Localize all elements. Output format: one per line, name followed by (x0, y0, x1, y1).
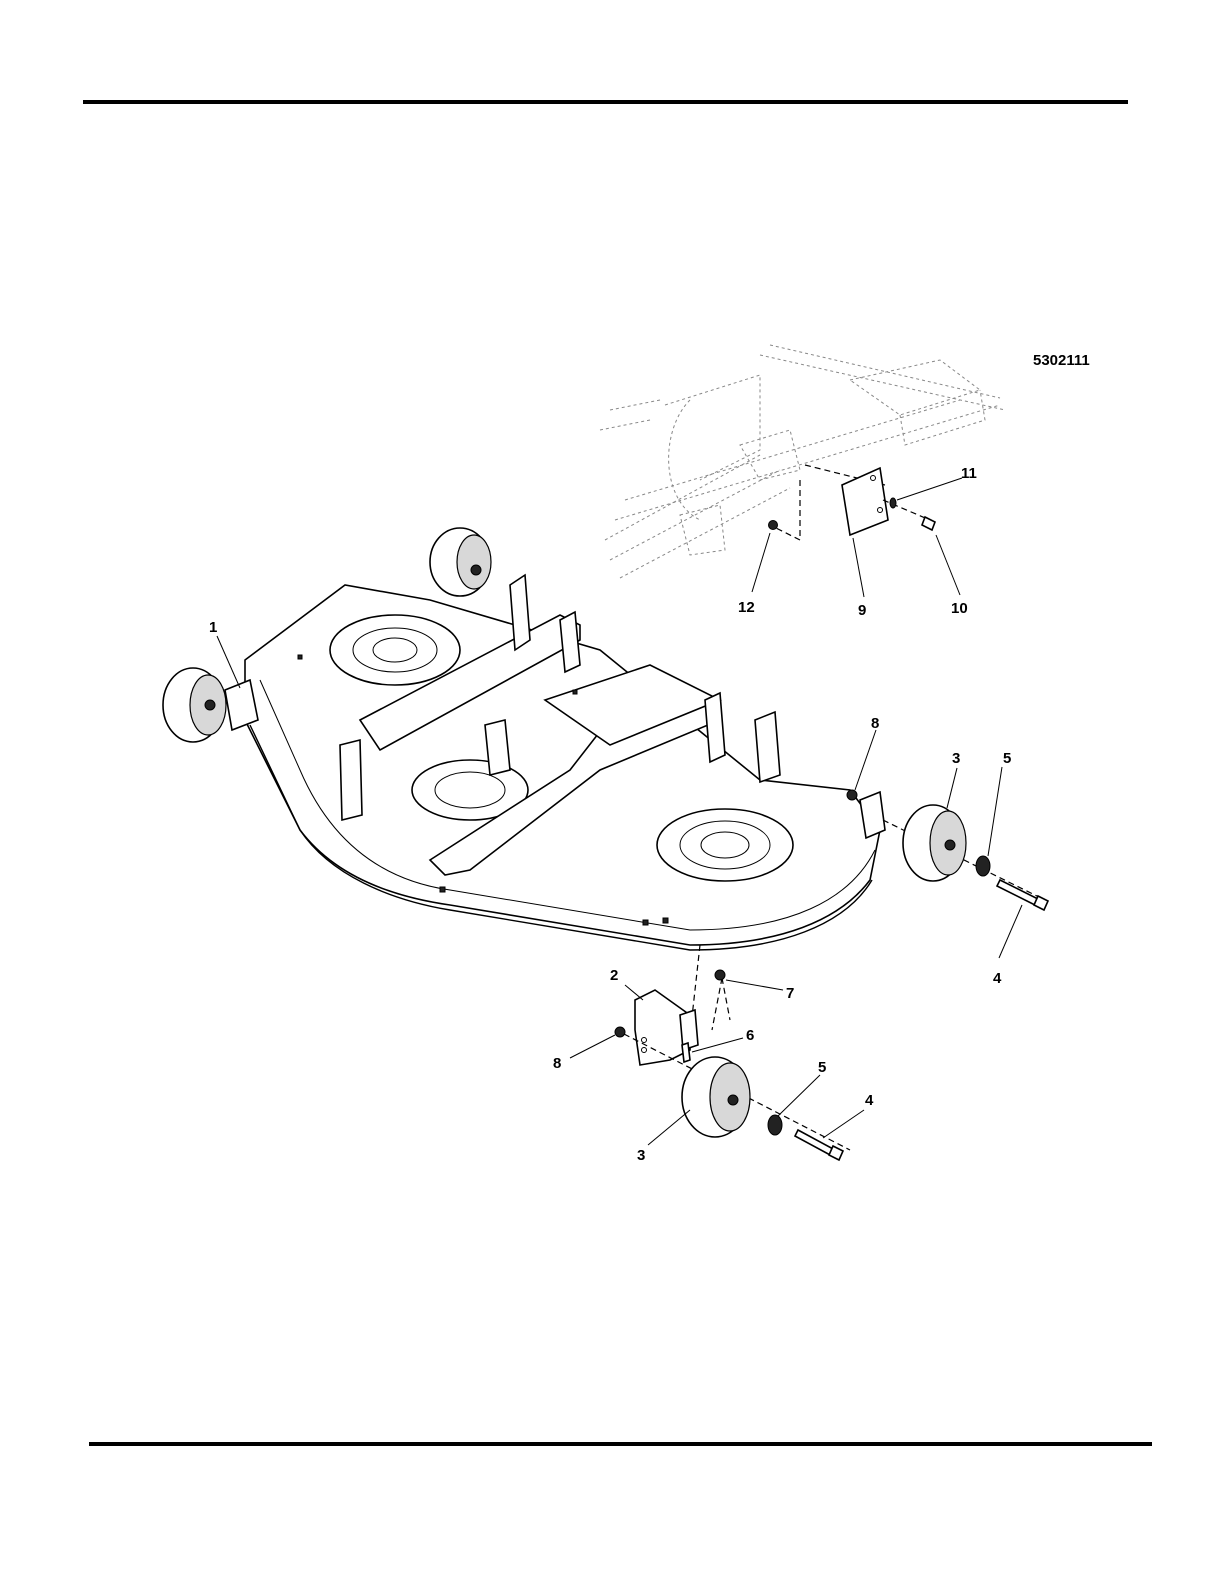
tractor-frame-ghost (600, 345, 1005, 578)
part-5-washer-lower (768, 1115, 782, 1135)
part-3-wheel-right (903, 805, 966, 881)
callout-7: 7 (786, 985, 794, 1002)
figure-number: 5302111 (1033, 352, 1090, 369)
mower-deck (225, 575, 885, 950)
part-8-nut-lower (615, 1027, 625, 1037)
part-3-wheel-lower (682, 1057, 750, 1137)
part-9-plate (842, 468, 888, 535)
nut-dash (770, 480, 800, 540)
callout-5-lower: 5 (818, 1059, 826, 1076)
callout-4-right: 4 (993, 970, 1002, 987)
callout-6: 6 (746, 1027, 754, 1044)
callout-8-right: 8 (871, 715, 879, 732)
callout-11: 11 (961, 465, 977, 482)
part-10-bolt (922, 517, 935, 530)
callout-10: 10 (951, 600, 968, 617)
part-5-washer-right (976, 856, 990, 876)
part-4-bolt-lower (795, 1130, 843, 1160)
callout-3-right: 3 (952, 750, 960, 767)
deck-gauge-wheel-rear (430, 528, 491, 596)
part-11-washer (890, 498, 896, 508)
callout-1: 1 (209, 619, 217, 636)
callout-4-lower: 4 (865, 1092, 874, 1109)
callout-9: 9 (858, 602, 866, 619)
part-4-bolt-right (997, 880, 1048, 910)
part-8-nut-right (847, 790, 857, 800)
part-12-nut (769, 521, 778, 530)
part-6-bolt (682, 1043, 690, 1062)
callout-5-right: 5 (1003, 750, 1011, 767)
callout-12: 12 (738, 599, 755, 616)
part-7-nut (715, 970, 725, 980)
callout-2: 2 (610, 967, 618, 984)
callout-8-lower: 8 (553, 1055, 561, 1072)
callout-3-lower: 3 (637, 1147, 645, 1164)
deck-gauge-wheel-left (163, 668, 226, 742)
